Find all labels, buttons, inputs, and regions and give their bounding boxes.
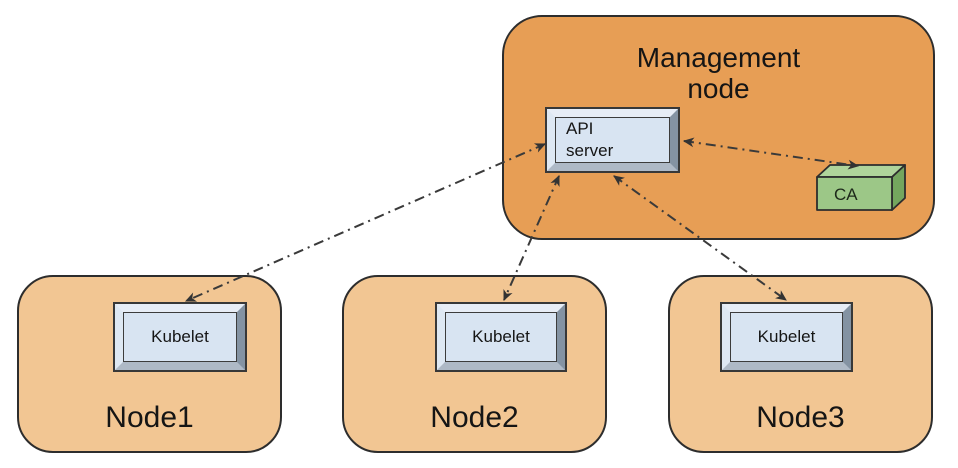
kubelet1-label: Kubelet [123,312,237,362]
node1-label: Node1 [105,401,194,434]
node2-label: Node2 [430,401,519,434]
kubelet2-label: Kubelet [445,312,557,362]
api-server-label: API server [555,117,670,163]
management-node-label: Management node [636,42,801,105]
kubelet2-bevel-frame: Kubelet [437,304,565,370]
ca-box: CA [816,164,906,211]
kubelet-box-node1: Kubelet [113,302,247,372]
api-server-box: API server [545,107,680,173]
api-server-bevel-frame: API server [547,109,678,171]
ca-label: CA [834,185,858,204]
kubelet-box-node2: Kubelet [435,302,567,372]
kubelet-box-node3: Kubelet [720,302,853,372]
ca-box-front-face [816,176,893,211]
kubelet3-bevel-frame: Kubelet [722,304,851,370]
ca-box-top-face [816,164,906,178]
node3-label: Node3 [756,401,845,434]
kubelet3-label: Kubelet [730,312,843,362]
kubelet1-bevel-frame: Kubelet [115,304,245,370]
